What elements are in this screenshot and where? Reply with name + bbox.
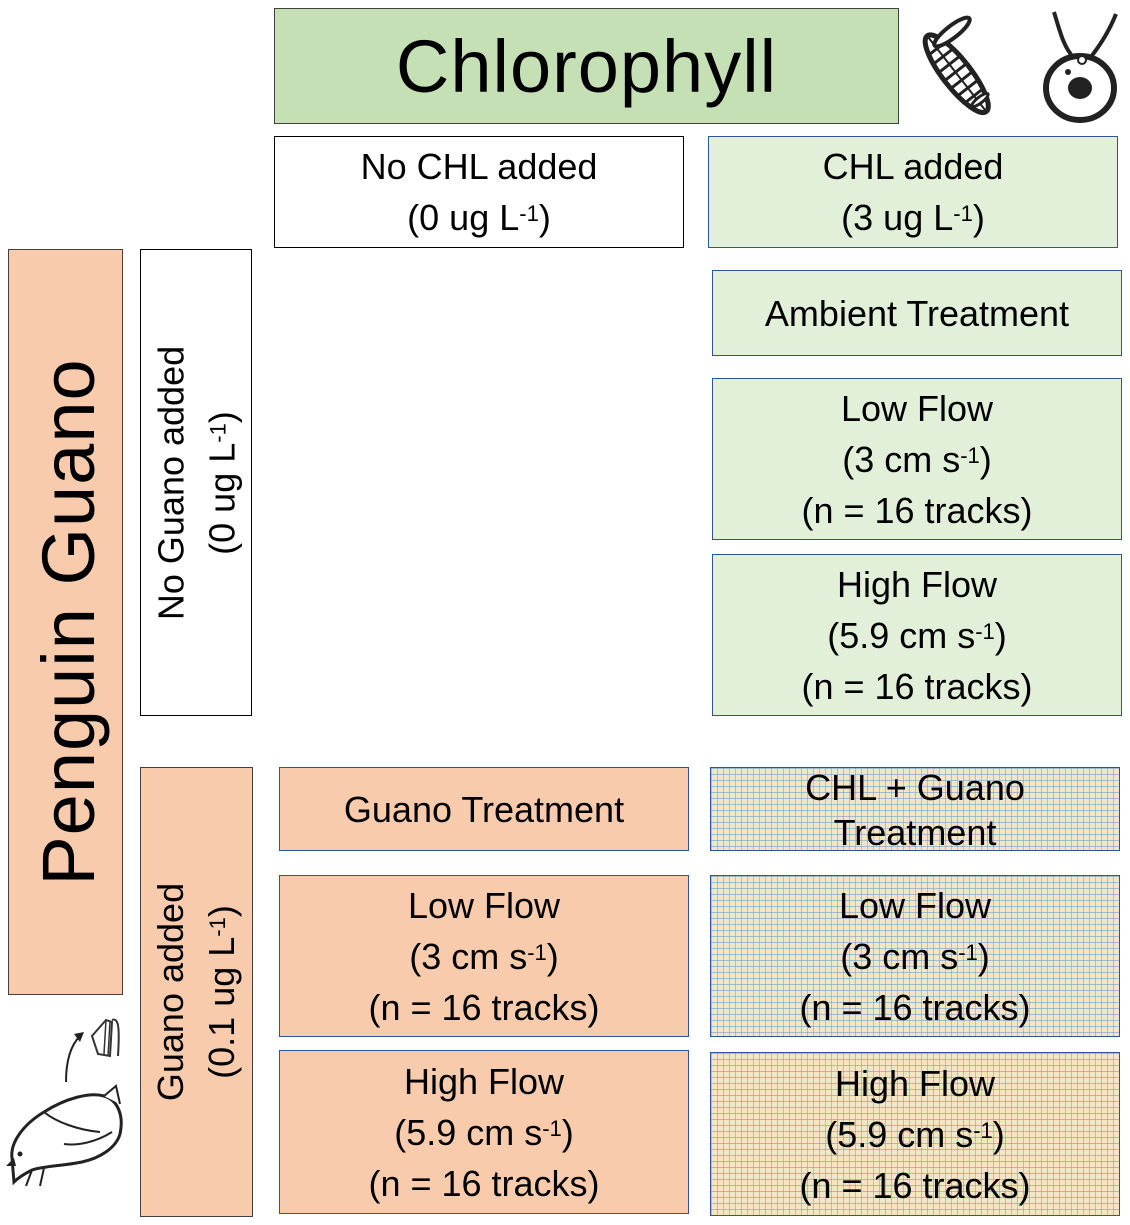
high-flow-n: (n = 16 tracks) — [368, 1162, 600, 1204]
chl-guano-low-flow-box: Low Flow (3 cm s-1) (n = 16 tracks) — [710, 875, 1120, 1037]
high-flow-speed: (5.9 cm s-1) — [827, 614, 1007, 656]
phytoplankton-cell-icon — [1043, 11, 1118, 123]
no-guano-header — [140, 249, 252, 716]
ambient-treatment-box: Ambient Treatment — [712, 270, 1122, 356]
guano-low-flow-box: Low Flow (3 cm s-1) (n = 16 tracks) — [279, 875, 689, 1037]
high-flow-speed: (5.9 cm s-1) — [394, 1111, 574, 1153]
low-flow-title: Low Flow — [407, 884, 561, 926]
chlorophyll-title: Chlorophyll — [395, 24, 778, 108]
penguin-guano-sidebar — [8, 249, 123, 995]
ambient-treatment-label: Ambient Treatment — [764, 292, 1070, 334]
low-flow-speed: (3 cm s-1) — [409, 935, 559, 977]
chl-header: CHL added (3 ug L-1) — [708, 136, 1118, 248]
chl-guano-label-line2: Treatment — [833, 812, 997, 853]
chl-guano-high-flow-box: High Flow (5.9 cm s-1) (n = 16 tracks) — [710, 1052, 1120, 1216]
chl-low-flow-box: Low Flow (3 cm s-1) (n = 16 tracks) — [712, 378, 1122, 540]
guano-label: Guano added (0.1 ug L-1) — [150, 882, 242, 1102]
no-guano-label: No Guano added (0 ug L-1) — [150, 345, 243, 621]
chl-high-flow-box: High Flow (5.9 cm s-1) (n = 16 tracks) — [712, 554, 1122, 716]
no-chl-header: No CHL added (0 ug L-1) — [274, 136, 684, 248]
guano-splash-icon — [65, 1018, 120, 1083]
diatom-icon — [922, 15, 991, 116]
guano-treatment-label: Guano Treatment — [343, 788, 625, 830]
chl-guano-treatment-box: CHL + Guano Treatment — [710, 767, 1120, 853]
chl-guano-label-line1: CHL + Guano — [805, 767, 1025, 808]
chlorophyll-header: Chlorophyll — [274, 8, 899, 124]
low-flow-n: (n = 16 tracks) — [801, 489, 1033, 531]
guano-treatment-box: Guano Treatment — [279, 767, 689, 851]
no-chl-label: No CHL added — [360, 146, 598, 187]
high-flow-title: High Flow — [403, 1060, 565, 1102]
no-chl-concentration: (0 ug L-1) — [407, 197, 551, 238]
low-flow-title: Low Flow — [838, 884, 992, 926]
high-flow-title: High Flow — [836, 563, 998, 605]
high-flow-speed: (5.9 cm s-1) — [825, 1113, 1005, 1155]
high-flow-title: High Flow — [834, 1062, 996, 1104]
penguin-guano-title: Penguin Guano — [26, 358, 110, 886]
chl-concentration: (3 ug L-1) — [841, 197, 985, 238]
low-flow-speed: (3 cm s-1) — [842, 438, 992, 480]
low-flow-speed: (3 cm s-1) — [840, 935, 990, 977]
low-flow-title: Low Flow — [840, 387, 994, 429]
penguin-icon — [6, 1084, 123, 1187]
high-flow-n: (n = 16 tracks) — [799, 1164, 1031, 1206]
guano-header — [140, 767, 253, 1217]
chl-label: CHL added — [822, 146, 1004, 187]
high-flow-n: (n = 16 tracks) — [801, 665, 1033, 707]
low-flow-n: (n = 16 tracks) — [368, 986, 600, 1028]
low-flow-n: (n = 16 tracks) — [799, 986, 1031, 1028]
guano-high-flow-box: High Flow (5.9 cm s-1) (n = 16 tracks) — [279, 1050, 689, 1214]
